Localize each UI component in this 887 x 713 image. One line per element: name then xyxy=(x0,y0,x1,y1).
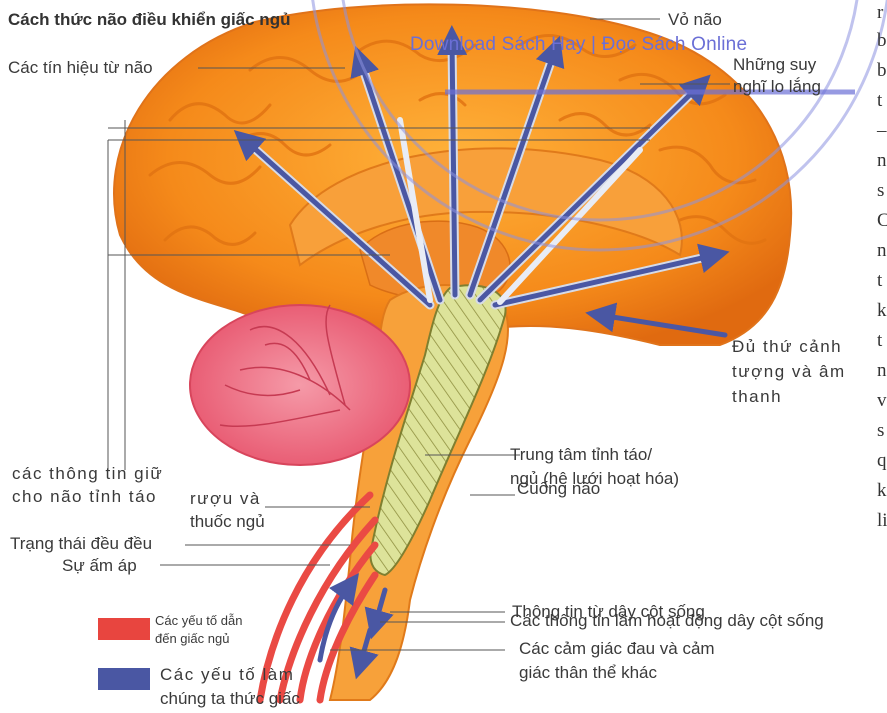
label-su-am-ap: Sự ấm áp xyxy=(62,555,137,576)
label-ruou-2: thuốc ngủ xyxy=(190,511,265,532)
label-canh-tuong-2: tượng và âm xyxy=(732,361,846,382)
label-trung-tam-1: Trung tâm tỉnh táo/ xyxy=(510,444,652,465)
side-letter: b xyxy=(877,28,887,54)
side-letter: – xyxy=(877,118,887,144)
side-letter: n xyxy=(877,358,887,384)
watermark-text: Download Sách Hay | Đọc Sách Online xyxy=(410,34,747,56)
label-suy-nghi-2: nghĩ lo lắng xyxy=(733,76,821,97)
label-thong-tin-tinh-2: cho não tỉnh táo xyxy=(12,486,157,507)
side-letter: t xyxy=(877,328,882,354)
side-letter: q xyxy=(877,448,887,474)
side-letter: s xyxy=(877,178,884,204)
side-letter: v xyxy=(877,388,887,414)
legend-sleep-label-1: Các yếu tố dẫn xyxy=(155,612,242,629)
side-letter: k xyxy=(877,298,887,324)
side-letter: t xyxy=(877,268,882,294)
label-cuong-nao: Cuống não xyxy=(517,478,600,499)
legend-wake-label-2: chúng ta thức giấc xyxy=(160,688,300,709)
legend-wake-label-1: Các yếu tố làm xyxy=(160,664,294,685)
side-letter: C xyxy=(877,208,887,234)
side-letter: n xyxy=(877,148,887,174)
legend-sleep-swatch xyxy=(98,618,150,640)
diagram-title: Cách thức não điều khiển giấc ngủ xyxy=(8,9,290,30)
label-thong-tin-tinh-1: các thông tin giữ xyxy=(12,463,163,484)
label-tin-hieu-tu-nao: Các tín hiệu từ não xyxy=(8,57,153,78)
label-trang-thai: Trạng thái đều đều xyxy=(10,533,152,554)
side-letter: li xyxy=(877,508,887,534)
label-suy-nghi-1: Những suy xyxy=(733,54,816,75)
side-letter: s xyxy=(877,418,884,444)
label-vo-nao: Vỏ não xyxy=(668,9,722,30)
side-letter: n xyxy=(877,238,887,264)
side-letter: t xyxy=(877,88,882,114)
legend-wake-swatch xyxy=(98,668,150,690)
label-cam-giac-2: giác thân thể khác xyxy=(519,662,657,683)
label-hoat-dong-cot-song: Các thông tin làm hoạt động dây cột sống xyxy=(510,610,824,631)
side-letter: r xyxy=(877,0,883,26)
label-cam-giac-1: Các cảm giác đau và cảm xyxy=(519,638,715,659)
cerebellum xyxy=(190,305,410,465)
label-canh-tuong-3: thanh xyxy=(732,386,782,407)
label-ruou-1: rượu và xyxy=(190,488,261,509)
legend-sleep-label-2: đến giấc ngủ xyxy=(155,630,229,647)
label-canh-tuong-1: Đủ thứ cảnh xyxy=(732,336,842,357)
side-letter: k xyxy=(877,478,887,504)
side-letter: b xyxy=(877,58,887,84)
